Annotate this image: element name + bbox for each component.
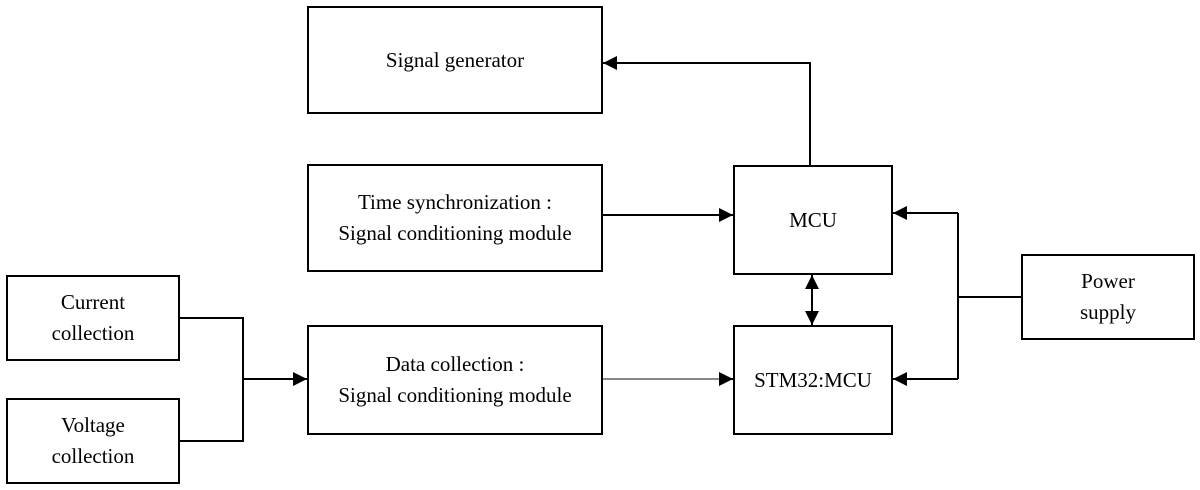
stm32-label: STM32:MCU xyxy=(754,367,872,392)
stm32-block: STM32:MCU xyxy=(733,325,893,435)
signal-generator-block: Signal generator xyxy=(307,6,603,114)
data-collection-label-line-2: Signal conditioning module xyxy=(338,383,572,407)
voltage-collection-label-line-1: Voltage xyxy=(61,413,125,437)
power-supply-block: Power supply xyxy=(1021,254,1195,340)
link-voltage-collection xyxy=(180,379,244,442)
data-collection-block: Data collection : Signal conditioning mo… xyxy=(307,325,603,435)
power-supply-label-line-2: supply xyxy=(1079,300,1136,324)
data-collection-label-line-1: Data collection : xyxy=(385,352,525,376)
time-sync-block: Time synchronization : Signal conditioni… xyxy=(307,164,603,272)
power-supply-label-line-1: Power xyxy=(1081,269,1135,293)
mcu-label: MCU xyxy=(789,207,837,232)
mcu-block: MCU xyxy=(733,165,893,275)
voltage-collection-label-line-2: collection xyxy=(51,444,135,468)
signal-generator-label: Signal generator xyxy=(385,47,525,72)
link-mcu-to-signal-generator xyxy=(603,56,811,165)
time-sync-label-line-1: Time synchronization : xyxy=(357,190,553,214)
current-collection-block: Current collection xyxy=(6,275,180,361)
link-current-collection xyxy=(180,317,244,379)
current-collection-label-line-1: Current xyxy=(60,290,126,314)
time-sync-label-line-2: Signal conditioning module xyxy=(338,221,572,245)
voltage-collection-block: Voltage collection xyxy=(6,398,180,484)
current-collection-label-line-2: collection xyxy=(51,321,135,345)
